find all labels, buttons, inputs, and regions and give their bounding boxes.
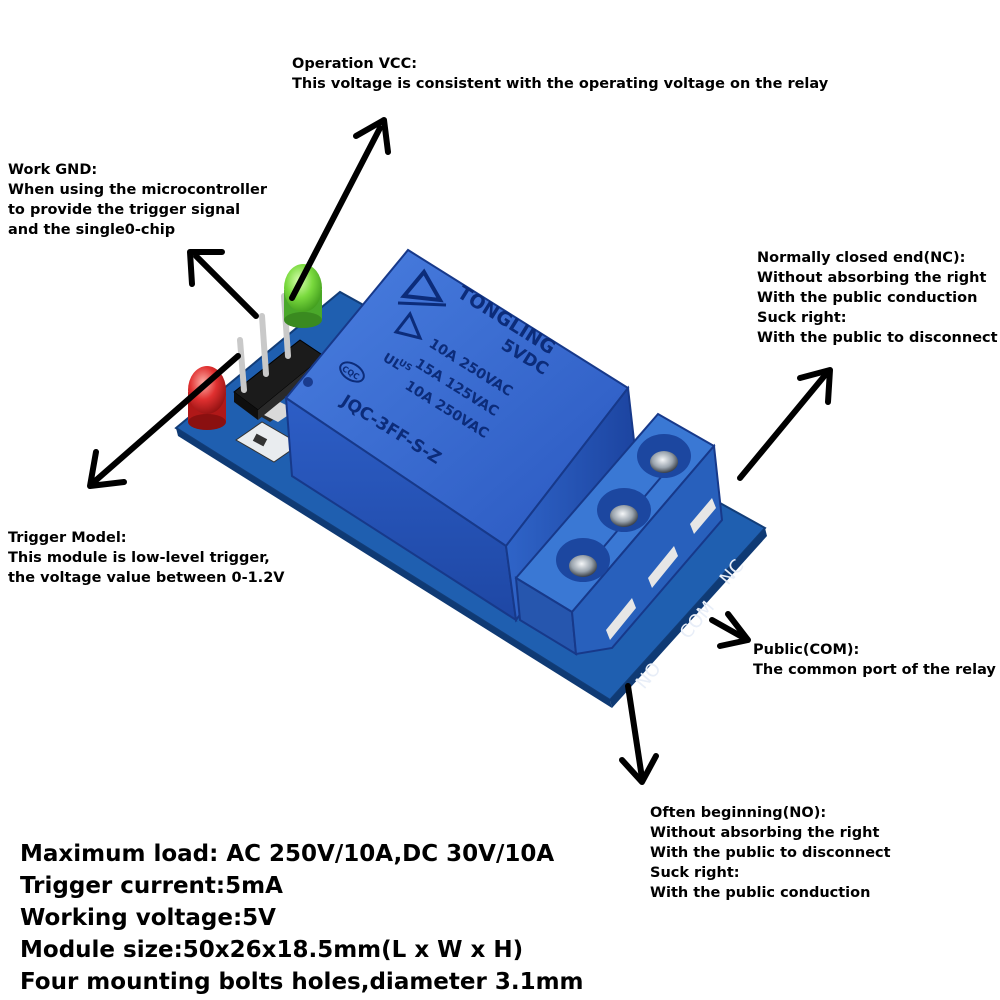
note-gnd-line: to provide the trigger signal [8, 202, 241, 218]
arrow-vcc-icon [289, 117, 391, 301]
note-com-title: Public(COM): [753, 642, 860, 658]
screw-no [556, 538, 610, 582]
note-often-beginning-no: Often beginning(NO): Without absorbing t… [650, 803, 891, 903]
note-nc-line: With the public to disconnect [757, 330, 998, 346]
note-operation-vcc: Operation VCC: This voltage is consisten… [292, 54, 828, 94]
arrow-com-icon [709, 611, 751, 649]
note-no-line: Without absorbing the right [650, 825, 880, 841]
note-trigger-model: Trigger Model: This module is low-level … [8, 528, 285, 588]
arrow-nc-icon [737, 367, 833, 481]
note-nc-title: Normally closed end(NC): [757, 250, 966, 266]
spec-maximum-load: Maximum load: AC 250V/10A,DC 30V/10A [20, 841, 555, 867]
note-com-line: The common port of the relay [753, 662, 996, 678]
note-no-line: Suck right: [650, 865, 740, 881]
screw-terminal-block [514, 412, 724, 656]
warning-triangle-icon [393, 311, 423, 341]
note-no-line: With the public conduction [650, 885, 871, 901]
spec-module-size: Module size:50x26x18.5mm(L x W x H) [20, 937, 524, 963]
note-vcc-line: This voltage is consistent with the oper… [292, 76, 829, 92]
note-gnd-line: When using the microcontroller [8, 182, 267, 198]
note-nc-line: Suck right: [757, 310, 847, 326]
note-vcc-title: Operation VCC: [292, 56, 418, 72]
screw-nc [637, 434, 691, 478]
note-nc-line: Without absorbing the right [757, 270, 987, 286]
led-red [188, 366, 226, 430]
note-public-com: Public(COM): The common port of the rela… [753, 640, 996, 680]
arrow-trigger-icon [87, 353, 241, 489]
tongling-logo-icon [397, 268, 447, 307]
spec-trigger-current: Trigger current:5mA [20, 873, 283, 899]
arrow-gnd-icon [187, 249, 259, 319]
note-no-line: With the public to disconnect [650, 845, 891, 861]
note-trigger-title: Trigger Model: [8, 530, 127, 546]
note-normally-closed: Normally closed end(NC): Without absorbi… [757, 248, 998, 348]
screw-com [597, 488, 651, 532]
specifications-list: Maximum load: AC 250V/10A,DC 30V/10A Tri… [20, 838, 584, 998]
note-no-title: Often beginning(NO): [650, 805, 827, 821]
note-work-gnd: Work GND: When using the microcontroller… [8, 160, 267, 240]
note-trigger-line: This module is low-level trigger, [8, 550, 270, 566]
note-nc-line: With the public conduction [757, 290, 978, 306]
arrow-no-icon [619, 683, 659, 785]
spec-working-voltage: Working voltage:5V [20, 905, 276, 931]
note-gnd-line: and the single0-chip [8, 222, 176, 238]
note-gnd-title: Work GND: [8, 162, 98, 178]
note-trigger-line: the voltage value between 0-1.2V [8, 570, 285, 586]
spec-mounting-holes: Four mounting bolts holes,diameter 3.1mm [20, 969, 584, 995]
